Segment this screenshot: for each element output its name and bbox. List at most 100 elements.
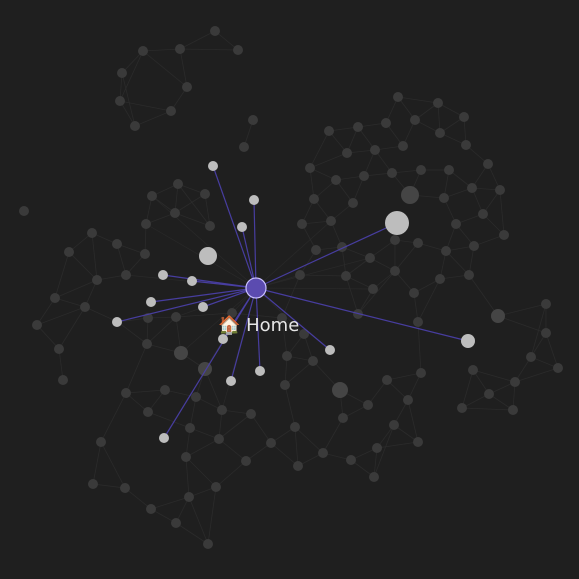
focused-node-home[interactable] bbox=[245, 277, 267, 299]
graph-node-faded[interactable] bbox=[483, 159, 493, 169]
graph-node-faded[interactable] bbox=[478, 209, 488, 219]
graph-node-faded[interactable] bbox=[174, 346, 188, 360]
graph-node-faded[interactable] bbox=[96, 437, 106, 447]
graph-node-active[interactable] bbox=[255, 366, 265, 376]
graph-node-active[interactable] bbox=[158, 270, 168, 280]
graph-node-faded[interactable] bbox=[541, 328, 551, 338]
graph-node-faded[interactable] bbox=[469, 241, 479, 251]
graph-node-faded[interactable] bbox=[191, 392, 201, 402]
graph-node-faded[interactable] bbox=[398, 141, 408, 151]
graph-node-faded[interactable] bbox=[120, 483, 130, 493]
graph-node-faded[interactable] bbox=[143, 407, 153, 417]
graph-node-faded[interactable] bbox=[508, 405, 518, 415]
graph-node-faded[interactable] bbox=[372, 443, 382, 453]
graph-node-faded[interactable] bbox=[88, 479, 98, 489]
graph-node-faded[interactable] bbox=[64, 247, 74, 257]
graph-node-faded[interactable] bbox=[342, 148, 352, 158]
graph-node-faded[interactable] bbox=[526, 352, 536, 362]
graph-node-faded[interactable] bbox=[332, 382, 348, 398]
graph-node-faded[interactable] bbox=[382, 375, 392, 385]
graph-node-faded[interactable] bbox=[324, 126, 334, 136]
graph-node-faded[interactable] bbox=[353, 122, 363, 132]
graph-node-active[interactable] bbox=[146, 297, 156, 307]
graph-node-faded[interactable] bbox=[138, 46, 148, 56]
graph-node-faded[interactable] bbox=[451, 219, 461, 229]
graph-node-faded[interactable] bbox=[32, 320, 42, 330]
graph-node-faded[interactable] bbox=[457, 403, 467, 413]
graph-node-faded[interactable] bbox=[210, 26, 220, 36]
graph-node-faded[interactable] bbox=[363, 400, 373, 410]
graph-node-faded[interactable] bbox=[184, 492, 194, 502]
graph-node-faded[interactable] bbox=[553, 363, 563, 373]
graph-node-faded[interactable] bbox=[121, 388, 131, 398]
graph-node-faded[interactable] bbox=[541, 299, 551, 309]
graph-node-active[interactable] bbox=[208, 161, 218, 171]
graph-node-faded[interactable] bbox=[146, 504, 156, 514]
graph-node-faded[interactable] bbox=[227, 308, 237, 318]
graph-node-faded[interactable] bbox=[233, 45, 243, 55]
graph-node-faded[interactable] bbox=[381, 118, 391, 128]
graph-node-faded[interactable] bbox=[413, 437, 423, 447]
graph-node-faded[interactable] bbox=[19, 206, 29, 216]
graph-node-faded[interactable] bbox=[112, 239, 122, 249]
graph-node-faded[interactable] bbox=[175, 44, 185, 54]
graph-node-faded[interactable] bbox=[413, 317, 423, 327]
graph-node-faded[interactable] bbox=[142, 339, 152, 349]
graph-node-active[interactable] bbox=[461, 334, 475, 348]
graph-node-faded[interactable] bbox=[499, 230, 509, 240]
graph-node-faded[interactable] bbox=[305, 163, 315, 173]
graph-node-faded[interactable] bbox=[80, 302, 90, 312]
graph-node-faded[interactable] bbox=[115, 96, 125, 106]
graph-node-faded[interactable] bbox=[393, 92, 403, 102]
focused-node-group[interactable] bbox=[245, 277, 267, 299]
graph-node-faded[interactable] bbox=[160, 385, 170, 395]
graph-node-faded[interactable] bbox=[309, 194, 319, 204]
graph-node-active[interactable] bbox=[237, 222, 247, 232]
graph-node-faded[interactable] bbox=[468, 365, 478, 375]
graph-node-faded[interactable] bbox=[217, 405, 227, 415]
graph-node-active[interactable] bbox=[198, 302, 208, 312]
graph-node-faded[interactable] bbox=[130, 121, 140, 131]
graph-node-faded[interactable] bbox=[484, 389, 494, 399]
graph-node-faded[interactable] bbox=[369, 472, 379, 482]
graph-node-faded[interactable] bbox=[331, 175, 341, 185]
graph-node-faded[interactable] bbox=[326, 216, 336, 226]
graph-node-faded[interactable] bbox=[171, 518, 181, 528]
graph-node-faded[interactable] bbox=[87, 228, 97, 238]
graph-node-faded[interactable] bbox=[409, 288, 419, 298]
graph-node-faded[interactable] bbox=[293, 461, 303, 471]
graph-node-faded[interactable] bbox=[239, 142, 249, 152]
graph-node-faded[interactable] bbox=[401, 186, 419, 204]
graph-node-faded[interactable] bbox=[441, 246, 451, 256]
graph-node-faded[interactable] bbox=[433, 98, 443, 108]
graph-node-faded[interactable] bbox=[308, 356, 318, 366]
graph-node-faded[interactable] bbox=[341, 271, 351, 281]
graph-node-faded[interactable] bbox=[173, 179, 183, 189]
graph-node-faded[interactable] bbox=[205, 221, 215, 231]
graph-node-faded[interactable] bbox=[348, 198, 358, 208]
graph-node-faded[interactable] bbox=[346, 455, 356, 465]
graph-node-faded[interactable] bbox=[338, 413, 348, 423]
graph-node-active[interactable] bbox=[249, 195, 259, 205]
graph-node-faded[interactable] bbox=[318, 448, 328, 458]
graph-node-faded[interactable] bbox=[147, 191, 157, 201]
graph-node-faded[interactable] bbox=[211, 482, 221, 492]
graph-node-faded[interactable] bbox=[387, 168, 397, 178]
graph-node-active[interactable] bbox=[159, 433, 169, 443]
graph-node-faded[interactable] bbox=[141, 219, 151, 229]
graph-node-faded[interactable] bbox=[182, 82, 192, 92]
graph-node-faded[interactable] bbox=[248, 115, 258, 125]
graph-node-faded[interactable] bbox=[121, 270, 131, 280]
graph-node-faded[interactable] bbox=[410, 115, 420, 125]
graph-node-faded[interactable] bbox=[365, 253, 375, 263]
graph-node-faded[interactable] bbox=[214, 434, 224, 444]
graph-node-faded[interactable] bbox=[413, 238, 423, 248]
graph-node-faded[interactable] bbox=[297, 219, 307, 229]
graph-node-faded[interactable] bbox=[389, 420, 399, 430]
graph-node-faded[interactable] bbox=[370, 145, 380, 155]
graph-node-faded[interactable] bbox=[439, 193, 449, 203]
graph-node-faded[interactable] bbox=[491, 309, 505, 323]
graph-node-faded[interactable] bbox=[403, 395, 413, 405]
graph-node-faded[interactable] bbox=[185, 423, 195, 433]
